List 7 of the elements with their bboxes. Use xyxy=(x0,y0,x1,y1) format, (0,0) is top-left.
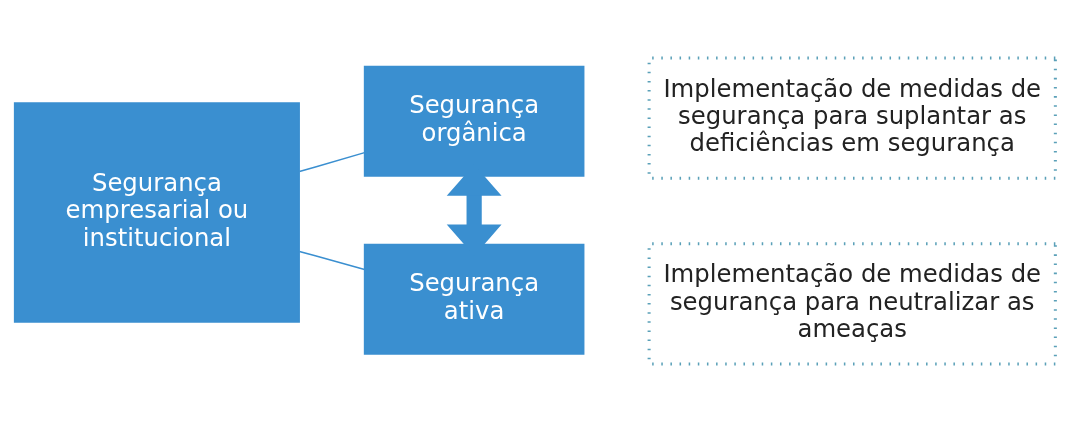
node-box: Implementação de medidas de segurança para neutralizar as ameaças xyxy=(647,241,1057,365)
connector xyxy=(298,250,366,270)
node-box: Segurança orgânica xyxy=(363,65,585,177)
connector xyxy=(298,151,366,172)
node-box: Implementação de medidas de segurança para suplantar as deficiências em segurança xyxy=(647,56,1057,180)
node-box: Segurança empresarial ou institucional xyxy=(13,101,300,323)
node-box: Segurança ativa xyxy=(363,243,585,355)
